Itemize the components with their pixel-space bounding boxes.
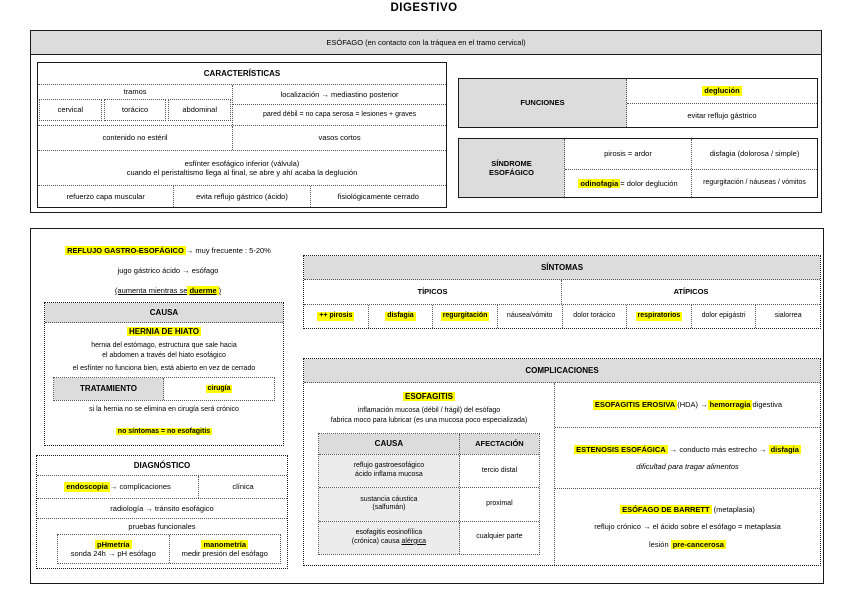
causa-title: CAUSA xyxy=(45,303,283,323)
sintomas-atipicos-header: ATÍPICOS xyxy=(673,287,709,297)
esfinter-cell-2: evita reflujo gástrico (ácido) xyxy=(174,186,311,207)
sintoma-regurgitacion: regurgitación xyxy=(433,305,498,328)
causa-box: CAUSA HERNIA DE HIATO hernia del estómag… xyxy=(44,302,284,446)
sintoma-sialorrea: sialorrea xyxy=(774,312,802,320)
pared-debil-cell: pared débil = no capa serosa = lesiones … xyxy=(262,110,417,118)
barrett-title: ESÓFAGO DE BARRETT (metaplasia) xyxy=(620,504,755,514)
afectacion-proximal: proximal xyxy=(486,500,513,508)
caracteristicas-title: CARACTERÍSTICAS xyxy=(38,63,446,85)
sindrome-title: SÍNDROME ESOFÁGICO xyxy=(459,139,565,197)
esofagitis-erosiva-line: ESOFAGITIS EROSIVA (HDA) → hemorragia di… xyxy=(592,400,783,410)
contenido-cell: contenido no estéril xyxy=(38,126,234,150)
esofagitis-title: ESOFAGITIS xyxy=(402,391,455,401)
esofagitis-desc1: inflamación mucosa (débil / frágil) del … xyxy=(357,406,501,414)
tratamiento-label: TRATAMIENTO xyxy=(54,378,164,400)
estenosis-section: ESTENOSIS ESOFÁGICA → conducto más estre… xyxy=(555,427,820,488)
sintomas-title: SÍNTOMAS xyxy=(304,256,820,280)
diagnostico-title: DIAGNÓSTICO xyxy=(37,456,287,476)
reflujo-line2: jugo gástrico ácido → esófago xyxy=(117,265,219,275)
afectacion-cualquier-parte: cualquier parte xyxy=(476,533,523,541)
causa-note2: no síntomas = no esofagitis xyxy=(115,427,213,435)
esfinter-sub: cuando el peristaltismo llega al final, … xyxy=(126,168,358,177)
causa-row-reflujo: reflujo gastroesofágico ácido inflama mu… xyxy=(319,455,460,488)
esofago-header-bar: ESÓFAGO (en contacto con la tráquea en e… xyxy=(30,30,822,55)
afectacion-col-header: AFECTACIÓN xyxy=(459,434,539,454)
sintoma-nausea: náusea/vómito xyxy=(498,305,563,328)
sintoma-disfagia: disfagia xyxy=(369,305,434,328)
estenosis-line: ESTENOSIS ESOFÁGICA → conducto más estre… xyxy=(574,444,801,454)
caracteristicas-table: CARACTERÍSTICAS tramos cervical torácico… xyxy=(37,62,447,208)
funciones-title: FUNCIONES xyxy=(459,79,627,127)
hernia-desc-line1: hernia del estómago, estructura que sale… xyxy=(91,341,237,349)
causa-row-eosinofilica: esofagitis eosinofílica (crónica) causa … xyxy=(319,521,460,554)
diagnostico-box: DIAGNÓSTICO endoscopia → complicaciones … xyxy=(36,455,288,569)
esfinter-cell-3: fisiológicamente cerrado xyxy=(337,191,419,201)
page-title: DIGESTIVO xyxy=(390,2,458,14)
reflujo-notes: REFLUJO GASTRO-ESOFÁGICO → muy frecuente… xyxy=(36,240,300,300)
sindrome-table: SÍNDROME ESOFÁGICO pirosis = ardor disfa… xyxy=(458,138,818,198)
localizacion-cell: localización → mediastino posterior xyxy=(233,85,446,105)
reflujo-line3: (aumenta mientras se duerme) xyxy=(114,285,222,295)
diagnostico-clinica: clínica xyxy=(232,482,254,492)
tramo-abdominal: abdominal xyxy=(168,99,232,121)
tramo-toracico: torácico xyxy=(103,99,167,121)
complicaciones-table: COMPLICACIONES ESOFAGITIS inflamación mu… xyxy=(303,358,821,566)
hernia-desc-line2: el abdomen a través del hiato esofágico xyxy=(102,351,226,359)
esofagitis-causa-table: CAUSA AFECTACIÓN reflujo gastroesofágico… xyxy=(318,433,540,555)
sintoma-epigastrico: dolor epigástri xyxy=(692,305,757,328)
esofagitis-panel: ESOFAGITIS inflamación mucosa (débil / f… xyxy=(304,383,555,565)
esfinter-cell-1: refuerzo capa muscular xyxy=(38,186,175,207)
esofagitis-desc2: fabrica moco para lubricar (es una mucos… xyxy=(330,416,528,424)
reflujo-title: REFLUJO GASTRO-ESOFÁGICO → muy frecuente… xyxy=(65,245,271,255)
diagnostico-endoscopia: endoscopia → complicaciones xyxy=(37,476,199,498)
causa-note1: si la hernia no se elimina en cirugía se… xyxy=(89,406,239,413)
sintoma-pirosis: ++ pirosis xyxy=(304,305,369,328)
sindrome-pirosis: pirosis = ardor xyxy=(565,139,692,169)
complicaciones-title: COMPLICACIONES xyxy=(304,359,820,383)
tratamiento-value: cirugía xyxy=(205,384,233,394)
funciones-table: FUNCIONES deglución evitar reflujo gástr… xyxy=(458,78,818,128)
tramos-label: tramos xyxy=(123,87,147,97)
barrett-section: ESÓFAGO DE BARRETT (metaplasia) reflujo … xyxy=(555,488,820,565)
tramo-cervical: cervical xyxy=(39,99,102,121)
funcion-deglucion: deglución xyxy=(627,79,817,104)
sintoma-dolor-toracico: dolor torácico xyxy=(563,305,628,328)
sintoma-respiratorios: respiratorios xyxy=(627,305,692,328)
phmetria-cell: pHmetría sonda 24h → pH esófago xyxy=(58,535,170,563)
barrett-line3: lesión pre-cancerosa xyxy=(649,539,726,549)
funcion-evitar-reflujo: evitar reflujo gástrico xyxy=(687,110,757,120)
sintomas-table: SÍNTOMAS TÍPICOS ATÍPICOS ++ pirosis dis… xyxy=(303,255,821,329)
vasos-cell: vasos cortos xyxy=(318,133,361,143)
barrett-line2: reflujo crónico → el ácido sobre el esóf… xyxy=(594,522,781,532)
diagnostico-radiologia: radiología → tránsito esofágico xyxy=(37,499,287,519)
sindrome-odinofagia: odinofagia = dolor deglución xyxy=(565,170,692,197)
sindrome-regurgitacion: regurgitación / náuseas / vómitos xyxy=(703,179,806,187)
esfinter-desc: el esfínter no funciona bien, está abier… xyxy=(72,364,256,372)
esfinter-title: esfínter esofágico inferior (válvula) xyxy=(184,158,300,168)
afectacion-tercio-distal: tercio distal xyxy=(481,466,518,474)
diagnostico-pruebas-label: pruebas funcionales xyxy=(128,522,196,531)
causa-row-caustica: sustancia cáustica (salfumán) xyxy=(319,488,460,521)
causa-col-header: CAUSA xyxy=(319,434,460,454)
hernia-hiato-title: HERNIA DE HIATO xyxy=(126,327,202,336)
manometria-cell: manometría medir presión del esófago xyxy=(181,539,268,558)
estenosis-sub: dificultad para tragar alimentos xyxy=(636,462,739,471)
sintomas-tipicos-header: TÍPICOS xyxy=(304,280,562,304)
sindrome-disfagia: disfagia (dolorosa / simple) xyxy=(709,149,800,159)
